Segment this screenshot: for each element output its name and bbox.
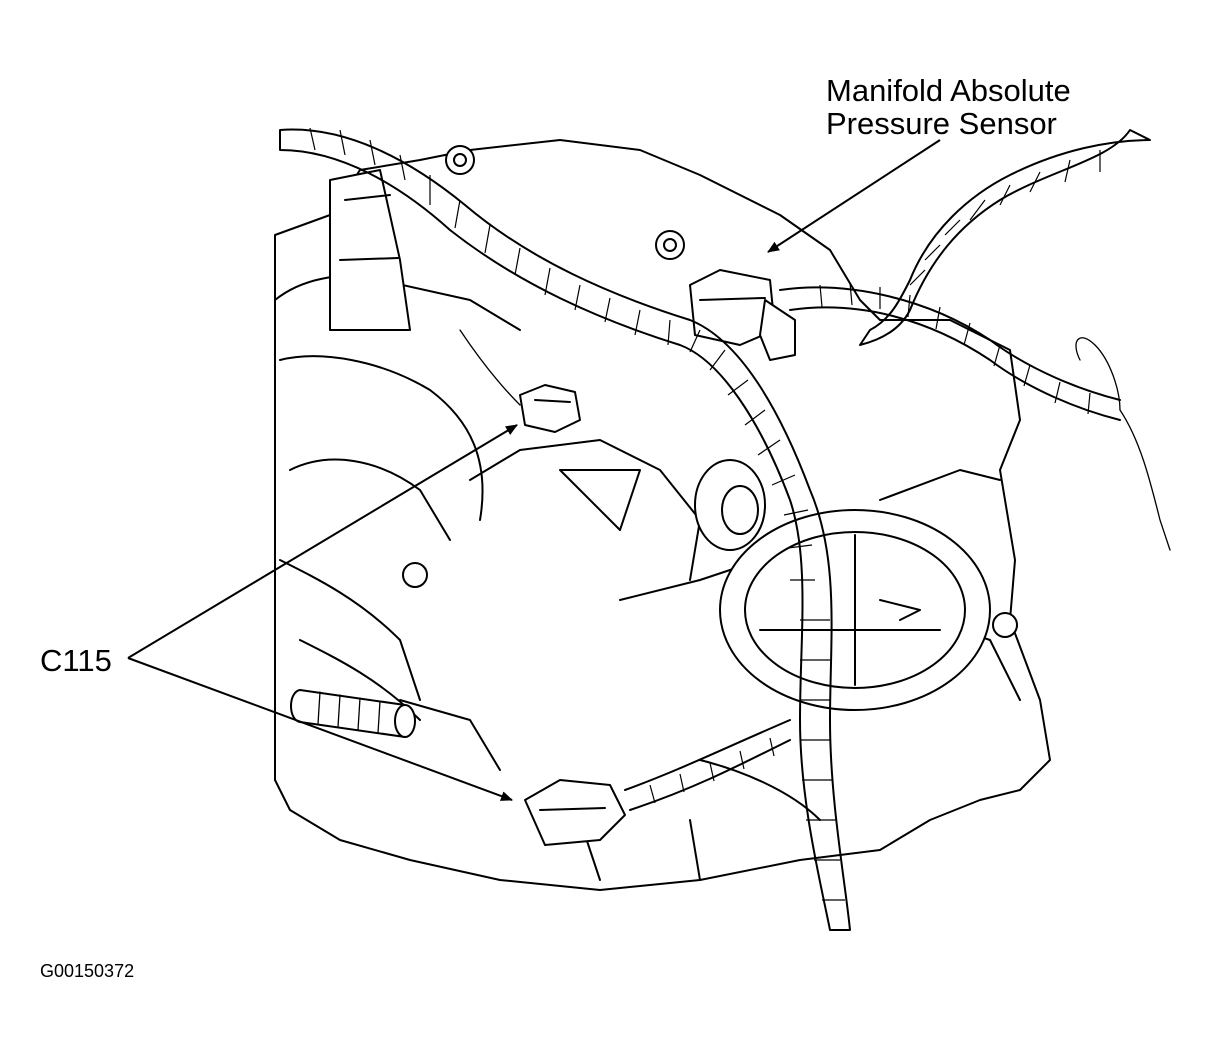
air-inlet-elbow	[694, 459, 766, 551]
map-sensor-callout-line1: Manifold Absolute	[826, 73, 1071, 108]
map-sensor-callout: Manifold Absolute Pressure Sensor	[826, 74, 1071, 140]
mounting-bracket	[329, 169, 411, 331]
map-sensor	[689, 269, 796, 361]
c115-connector-upper	[459, 329, 581, 433]
figure-id: G00150372	[40, 961, 135, 981]
map-sensor-leader	[767, 139, 941, 253]
c115-callout: C115	[40, 643, 112, 678]
wire-harness-branch	[779, 129, 1171, 551]
map-sensor-callout-line2: Pressure Sensor	[826, 106, 1057, 141]
wire-harness-main	[279, 127, 851, 931]
c115-connector-lower	[524, 719, 791, 846]
c115-leader-upper	[127, 424, 518, 659]
bolt-heads	[402, 145, 1018, 638]
c115-leader-lower	[127, 657, 513, 801]
vacuum-hose	[290, 689, 416, 738]
throttle-body	[719, 509, 991, 711]
